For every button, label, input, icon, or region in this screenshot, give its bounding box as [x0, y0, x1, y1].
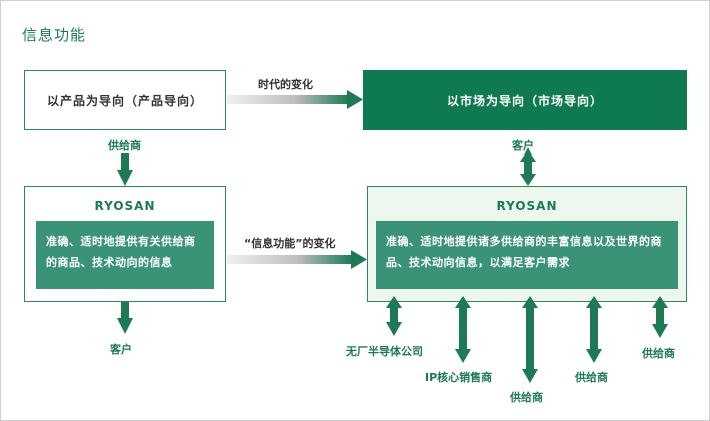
supplier-down-arrow [117, 153, 133, 186]
market-oriented-box: 以市场为导向（市场导向） [363, 70, 687, 130]
ip-core-vendor-label: IP核心销售商 [425, 371, 493, 384]
supplier-label-a: 供给商 [510, 391, 543, 404]
mid-transition-arrow [227, 250, 367, 269]
supplier-label-c: 供给商 [642, 347, 675, 360]
supplier-b-bidirectional-arrow [586, 296, 602, 363]
supplier-a-bidirectional-arrow [522, 296, 538, 383]
fabless-bidirectional-arrow [386, 296, 402, 336]
diagram-title: 信息功能 [22, 26, 87, 44]
customer-down-arrow [117, 302, 133, 334]
right-panel-text: 准确、适时地提供诸多供给商的丰富信息以及世界的商品、技术动向信息，以满足客户需求 [376, 221, 678, 289]
left-panel-title: RYOSAN [94, 199, 156, 213]
supplier-c-bidirectional-arrow [652, 296, 668, 338]
right-ryosan-panel: RYOSAN 准确、适时地提供诸多供给商的丰富信息以及世界的商品、技术动向信息，… [367, 186, 687, 302]
left-panel-text: 准确、适时地提供有关供给商的商品、技术动向的信息 [36, 221, 214, 289]
product-oriented-box: 以产品为导向（产品导向） [24, 70, 226, 130]
left-ryosan-panel: RYOSAN 准确、适时地提供有关供给商的商品、技术动向的信息 [24, 186, 226, 302]
fabless-label: 无厂半导体公司 [346, 345, 423, 358]
right-panel-title: RYOSAN [496, 199, 558, 213]
info-function-change-label: “信息功能”的变化 [244, 237, 336, 250]
customer-bidirectional-arrow [520, 147, 536, 186]
era-change-label: 时代的变化 [258, 78, 313, 91]
left-customer-label: 客户 [110, 343, 132, 356]
top-transition-arrow [227, 90, 363, 109]
supplier-label-b: 供给商 [575, 371, 608, 384]
ip-core-bidirectional-arrow [455, 296, 471, 363]
left-supplier-label: 供给商 [108, 139, 141, 152]
